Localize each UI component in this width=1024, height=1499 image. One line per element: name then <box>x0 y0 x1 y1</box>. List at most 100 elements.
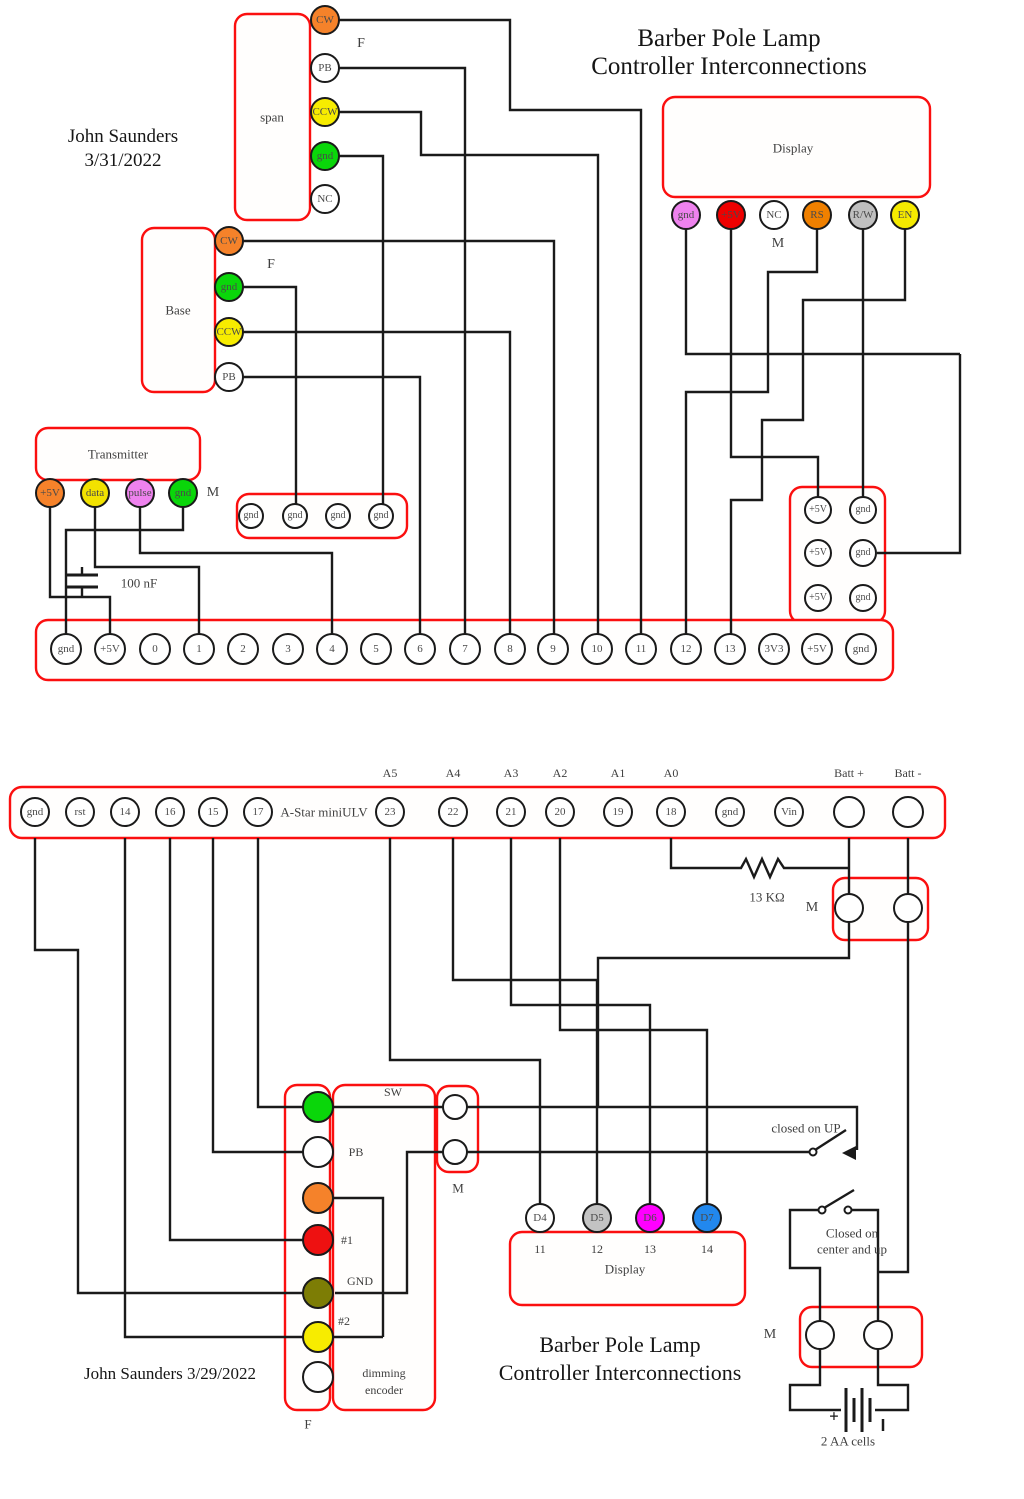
pin-row-13[interactable]: 13 <box>714 633 746 665</box>
pin-botM-left[interactable] <box>805 1320 835 1350</box>
pin-pwr-gnd-3[interactable]: gnd <box>849 584 877 612</box>
pin-astar-gnd-r[interactable]: gnd <box>715 797 745 827</box>
pin-row-3v3[interactable]: 3V3 <box>758 633 790 665</box>
pin-disp-gnd[interactable]: gnd <box>671 200 701 230</box>
pin-row-10[interactable]: 10 <box>581 633 613 665</box>
pin-astar-23[interactable]: 23 <box>375 797 405 827</box>
pin-span-nc[interactable]: NC <box>310 184 340 214</box>
pin-swM-top[interactable] <box>442 1094 468 1120</box>
pin-enc-green[interactable] <box>302 1091 334 1123</box>
pin-astar-battminus[interactable] <box>892 796 924 828</box>
wire-23-d4 <box>388 838 542 1204</box>
pin-gndrow-2[interactable]: gnd <box>282 503 308 529</box>
pin-pwr-5v-3[interactable]: +5V <box>804 584 832 612</box>
pin-astar-20[interactable]: 20 <box>545 797 575 827</box>
pin-enc-nc[interactable] <box>302 1361 334 1393</box>
pin-astar-15[interactable]: 15 <box>198 797 228 827</box>
pin-row-0[interactable]: 0 <box>139 633 171 665</box>
pin-row-4[interactable]: 4 <box>316 633 348 665</box>
pin-disp-nc[interactable]: NC <box>759 200 789 230</box>
span-label: span <box>260 109 284 125</box>
pin-pwr-5v-1[interactable]: +5V <box>804 496 832 524</box>
pin-row-11[interactable]: 11 <box>625 633 657 665</box>
wire-tx-5v <box>48 506 112 649</box>
wire-switch1-lever <box>814 1128 847 1152</box>
pin-row-9[interactable]: 9 <box>537 633 569 665</box>
pin-pwr-gnd-2[interactable]: gnd <box>849 539 877 567</box>
pin-botM-right[interactable] <box>863 1320 893 1350</box>
pin-astar-vin[interactable]: Vin <box>774 797 804 827</box>
switch2-contact-right-dot[interactable] <box>843 1205 853 1215</box>
pin-row-gnd-r[interactable]: gnd <box>845 633 877 665</box>
pin-gndrow-3[interactable]: gnd <box>325 503 351 529</box>
switch1-contact-dot[interactable] <box>808 1147 818 1157</box>
pin-astar-battplus[interactable] <box>833 796 865 828</box>
pin-astar-18[interactable]: 18 <box>656 797 686 827</box>
wire-22-d5 <box>451 838 599 1204</box>
pin-row-3[interactable]: 3 <box>272 633 304 665</box>
pin-astar-16[interactable]: 16 <box>155 797 185 827</box>
pin-gndrow-4[interactable]: gnd <box>368 503 394 529</box>
switch2-contact-left-dot[interactable] <box>817 1205 827 1215</box>
wire-switch2-left <box>788 1208 822 1335</box>
pin-pwr-gnd-1[interactable]: gnd <box>849 496 877 524</box>
pin-d5[interactable]: D5 <box>582 1203 612 1233</box>
pin-enc-orange[interactable] <box>302 1182 334 1214</box>
pin-astar-gnd-l[interactable]: gnd <box>20 797 50 827</box>
pin-disp-rw[interactable]: R/W <box>848 200 878 230</box>
pin-base-cw[interactable]: CW <box>214 226 244 256</box>
pin-row-6[interactable]: 6 <box>404 633 436 665</box>
pin-enc-pb[interactable] <box>302 1136 334 1168</box>
battery-plus-label: + <box>829 1406 839 1426</box>
pin-astar-rst[interactable]: rst <box>65 797 95 827</box>
pin-span-pb[interactable]: PB <box>310 53 340 83</box>
pin-base-pb[interactable]: PB <box>214 362 244 392</box>
pin-span-ccw[interactable]: CCW <box>310 97 340 127</box>
pin-row-gnd-l[interactable]: gnd <box>50 633 82 665</box>
pin-disp-en[interactable]: EN <box>890 200 920 230</box>
pin-span-cw[interactable]: CW <box>310 5 340 35</box>
botM-gender-label: M <box>763 1327 777 1342</box>
pin-astar-14[interactable]: 14 <box>110 797 140 827</box>
pin-row-5[interactable]: 5 <box>360 633 392 665</box>
pin-pwr-5v-2[interactable]: +5V <box>804 539 832 567</box>
pin-astar-17[interactable]: 17 <box>243 797 273 827</box>
pin-row-12[interactable]: 12 <box>670 633 702 665</box>
pin-d4[interactable]: D4 <box>525 1203 555 1233</box>
pin-enc-gnd[interactable] <box>302 1277 334 1309</box>
pin-tx-gnd[interactable]: gnd <box>168 478 198 508</box>
pin-disp-rs[interactable]: RS <box>802 200 832 230</box>
pin-base-gnd[interactable]: gnd <box>214 272 244 302</box>
pin-enc-1[interactable] <box>302 1224 334 1256</box>
topM-gender-label: M <box>805 900 819 915</box>
pin-disp-5v[interactable]: +5V <box>716 200 746 230</box>
pin-row-7[interactable]: 7 <box>449 633 481 665</box>
pin-row-2[interactable]: 2 <box>227 633 259 665</box>
pin-astar-22[interactable]: 22 <box>438 797 468 827</box>
pin-tx-data[interactable]: data <box>80 478 110 508</box>
pin-swM-bottom[interactable] <box>442 1139 468 1165</box>
pin-enc-2[interactable] <box>302 1321 334 1353</box>
pin-gndrow-1[interactable]: gnd <box>238 503 264 529</box>
top-author-name: John Saunders <box>67 126 179 147</box>
pin-topM-left[interactable] <box>834 893 864 923</box>
pin-row-5v-r[interactable]: +5V <box>801 633 833 665</box>
pin-tx-5v[interactable]: +5V <box>35 478 65 508</box>
pin-topM-right[interactable] <box>893 893 923 923</box>
pin-astar-19[interactable]: 19 <box>603 797 633 827</box>
wire-orange-tie <box>318 1196 385 1337</box>
a1-label: A1 <box>610 766 626 780</box>
pin-row-1[interactable]: 1 <box>183 633 215 665</box>
switch2-label-line2: center and up <box>816 1241 888 1257</box>
pin-tx-pulse[interactable]: pulse <box>125 478 155 508</box>
battery-label: 2 AA cells <box>820 1433 876 1449</box>
pin-astar-21[interactable]: 21 <box>496 797 526 827</box>
pin-d6[interactable]: D6 <box>635 1203 665 1233</box>
wire-18-resistor-battplus <box>669 838 849 880</box>
pin-span-gnd[interactable]: gnd <box>310 141 340 171</box>
span-gender-label: F <box>357 36 365 51</box>
pin-row-5v-l[interactable]: +5V <box>94 633 126 665</box>
pin-row-8[interactable]: 8 <box>494 633 526 665</box>
pin-d7[interactable]: D7 <box>692 1203 722 1233</box>
pin-base-ccw[interactable]: CCW <box>214 317 244 347</box>
